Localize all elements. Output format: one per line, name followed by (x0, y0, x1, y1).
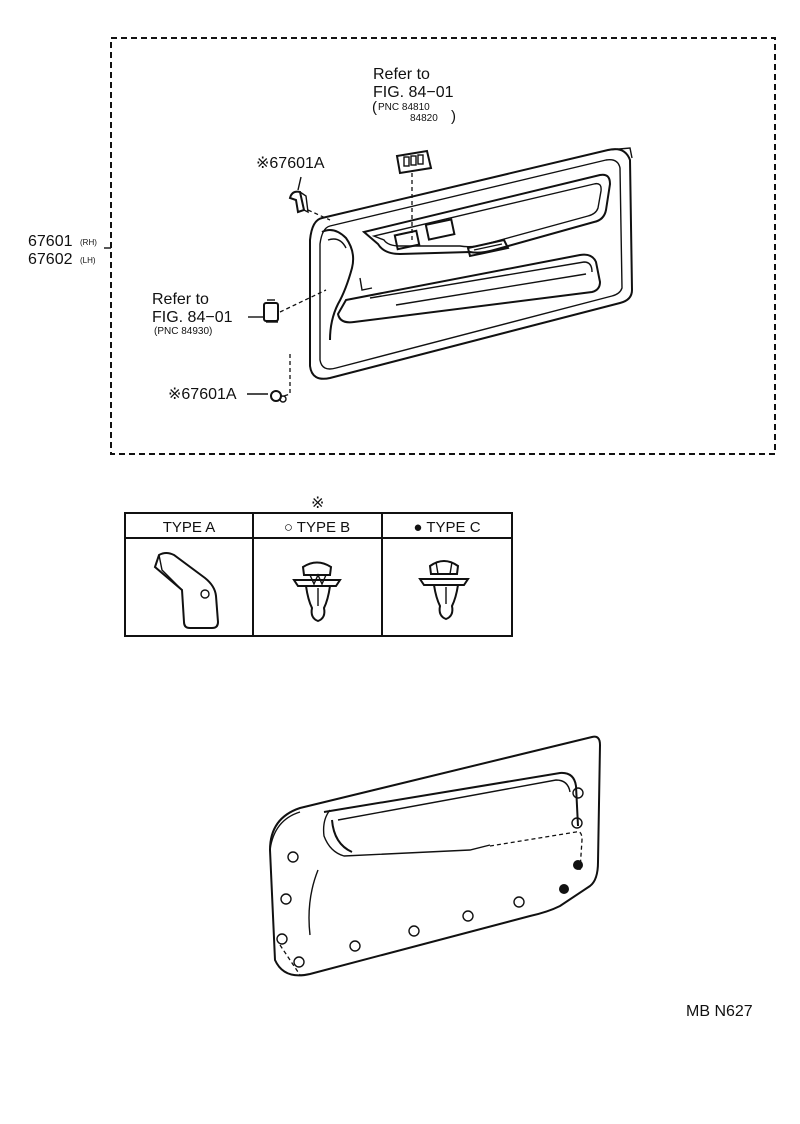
refer-left-pnc: (PNC 84930) (154, 326, 212, 337)
clip-hole-b (293, 956, 305, 968)
note-symbol: ※ (311, 495, 324, 512)
clip-hole-b (572, 787, 584, 799)
part-side-lh: (LH) (80, 256, 96, 265)
clip-location-diagram (268, 735, 602, 977)
type-c-header: ● TYPE C (413, 519, 480, 536)
refer-top-label: Refer to FIG. 84−01 ( PNC 84810 84820 ) (372, 66, 456, 125)
power-window-switch (395, 149, 433, 175)
clip-hole-b (276, 933, 288, 945)
clip-hole-b (280, 893, 292, 905)
fastener-type-table: TYPE A ○ TYPE B ● TYPE C (124, 512, 513, 637)
part-number-rh: 67601 (28, 233, 73, 250)
assembly-boundary (110, 37, 776, 455)
paren-close: ) (451, 108, 456, 125)
refer-top-pnc2: 84820 (410, 113, 438, 124)
clip-hole-b (349, 940, 361, 952)
clip-lower: ※67601A (168, 354, 291, 403)
part-side-rh: (RH) (80, 238, 97, 247)
clip-hole-c (559, 884, 569, 894)
type-b-header: ○ TYPE B (284, 519, 350, 536)
refer-left-line2: FIG. 84−01 (152, 309, 233, 326)
clip-hole-b (408, 925, 420, 937)
clip-type-a-upper: ※67601A (256, 155, 331, 221)
part-number-lh: 67602 (28, 251, 73, 268)
part-lower-label: ※67601A (168, 386, 237, 403)
type-a-bracket (153, 552, 220, 629)
clip-hole-b (513, 896, 525, 908)
refer-left-line1: Refer to (152, 291, 209, 308)
type-b-clip (292, 561, 342, 623)
part-upper-label: ※67601A (256, 155, 325, 172)
paren-open: ( (372, 99, 377, 116)
clip-hole-b (462, 910, 474, 922)
leader-lamp-panel (279, 289, 327, 313)
clip-hole-b (571, 817, 583, 829)
refer-top-pnc1: PNC 84810 (378, 102, 430, 113)
clip-hole-c (573, 860, 583, 870)
main-part-numbers: 67601 (RH) 67602 (LH) (28, 233, 111, 268)
drawing-code: MB N627 (686, 1003, 753, 1020)
refer-left-label: Refer to FIG. 84−01 (PNC 84930) (152, 291, 233, 337)
clip-hole-b (287, 851, 299, 863)
refer-top-line1: Refer to (373, 66, 430, 83)
type-a-header: TYPE A (163, 519, 216, 536)
courtesy-lamp (263, 299, 279, 323)
refer-top-line2: FIG. 84−01 (373, 84, 454, 101)
door-trim-panel (309, 147, 634, 380)
type-c-clip (418, 560, 470, 621)
